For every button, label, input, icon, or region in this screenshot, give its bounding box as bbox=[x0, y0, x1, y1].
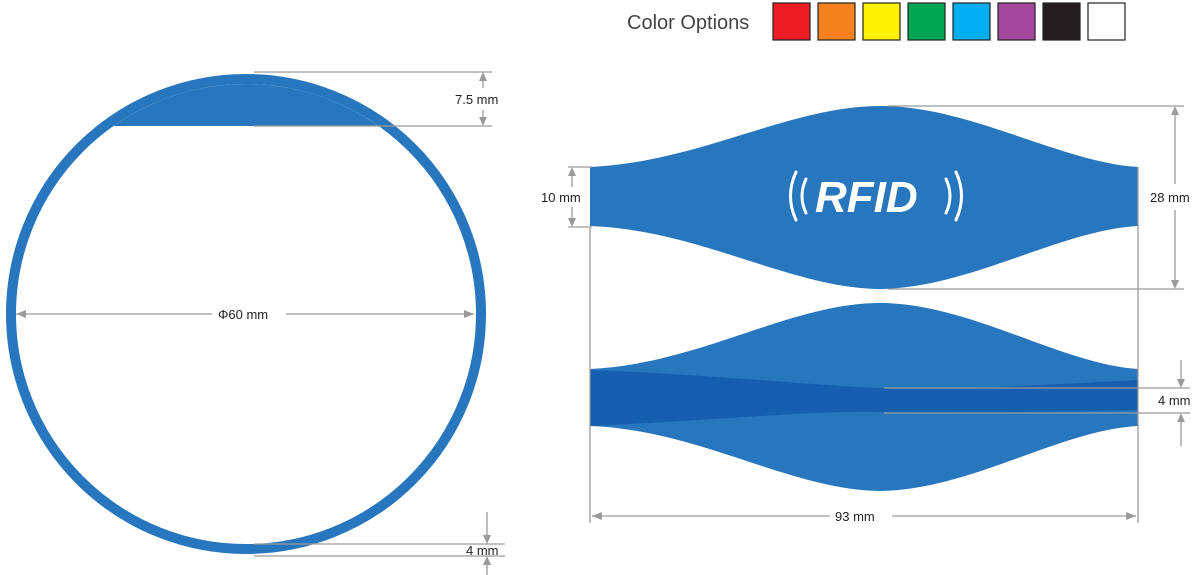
color-swatch-white bbox=[1087, 2, 1126, 41]
ring-top-height-dimension: 7.5 mm bbox=[254, 71, 498, 127]
ring-top-cap bbox=[16, 84, 476, 126]
strap-top-shape bbox=[590, 106, 1138, 289]
signal-left-outer-icon bbox=[789, 170, 798, 222]
strap-edge-thickness-label: 4 mm bbox=[1158, 393, 1191, 408]
signal-right-outer-icon bbox=[954, 170, 963, 222]
color-options-legend: Color Options bbox=[627, 2, 1126, 41]
rfid-logo: RFID bbox=[789, 170, 963, 222]
ring-diameter-dimension: Φ60 mm bbox=[16, 307, 474, 322]
strap-max-width-dimension: 28 mm bbox=[888, 105, 1190, 290]
color-swatch-cyan bbox=[952, 2, 991, 41]
color-swatch-purple bbox=[997, 2, 1036, 41]
signal-left-inner-icon bbox=[800, 177, 808, 215]
color-swatch-red bbox=[772, 2, 811, 41]
color-swatch-orange bbox=[817, 2, 856, 41]
color-swatches bbox=[772, 2, 1126, 41]
wristband-flat-view: RFID 10 mm 28 mm bbox=[541, 105, 1191, 524]
rfid-logo-text: RFID bbox=[815, 173, 918, 222]
ring-diameter-label: Φ60 mm bbox=[218, 307, 268, 322]
color-swatch-black bbox=[1042, 2, 1081, 41]
strap-bottom-edge bbox=[590, 370, 1138, 426]
signal-right-inner-icon bbox=[944, 177, 952, 215]
strap-end-width-dimension: 10 mm bbox=[541, 166, 592, 228]
color-options-title: Color Options bbox=[627, 12, 749, 34]
ring-band bbox=[6, 74, 486, 554]
ring-thickness-dimension: 4 mm bbox=[254, 512, 505, 575]
ring-thickness-label: 4 mm bbox=[466, 543, 499, 558]
color-swatch-yellow bbox=[862, 2, 901, 41]
strap-edge-thickness-dimension: 4 mm bbox=[884, 360, 1191, 446]
strap-max-width-label: 28 mm bbox=[1150, 190, 1190, 205]
strap-length-dimension: 93 mm bbox=[589, 167, 1139, 524]
wristband-ring-view: 7.5 mm Φ60 mm 4 mm bbox=[6, 71, 505, 575]
strap-length-label: 93 mm bbox=[835, 509, 875, 524]
color-swatch-green bbox=[907, 2, 946, 41]
ring-top-height-label: 7.5 mm bbox=[455, 92, 498, 107]
strap-end-width-label: 10 mm bbox=[541, 190, 581, 205]
